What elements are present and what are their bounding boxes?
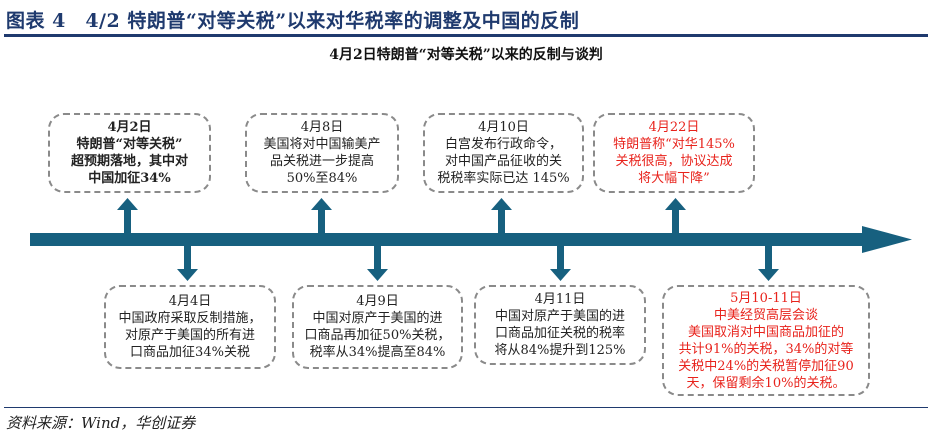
event-line: 对原产于美国的所有进 [124, 328, 255, 343]
event-box-apr9: 4月9日 中国对原产于美国的进 口商品再加征50%关税， 税率从34%提高至84… [292, 285, 463, 369]
event-box-apr22: 4月22日 特朗普称“对华145% 关税很高，协议达成 将大幅下降” [593, 113, 755, 193]
event-line: 对中国产品征收的关 [444, 154, 562, 169]
event-date: 4月8日 [300, 120, 344, 135]
down-arrow [758, 245, 779, 281]
event-date: 4月11日 [534, 292, 586, 307]
up-arrow [117, 198, 138, 234]
event-line: 口商品加征34%关税 [130, 345, 250, 360]
timeline-arrowhead [862, 226, 912, 253]
event-line: 将大幅下降” [638, 171, 710, 186]
event-date: 4月22日 [648, 120, 700, 135]
down-arrow [550, 245, 571, 281]
up-arrow [665, 198, 686, 234]
event-line: 品关税进一步提高 [269, 154, 374, 169]
up-arrow [311, 198, 332, 234]
event-box-apr11: 4月11日 中国对原产于美国的进 口商品加征关税的税率 将从84%提升到125% [474, 285, 646, 365]
event-line: 特朗普“对等关税” [76, 137, 183, 152]
down-arrow [367, 245, 388, 281]
event-line: 白宫发布行政命令， [444, 137, 562, 152]
event-line: 税率从34%提高至84% [309, 345, 446, 360]
event-line: 美国取消对中国商品加征的 [687, 324, 844, 340]
source-note: 资料来源：Wind，华创证券 [6, 414, 196, 432]
diagram-subtitle: 4月2日特朗普“对等关税”以来的反制与谈判 [329, 47, 603, 63]
event-line: 中国加征34% [88, 171, 171, 186]
event-box-may10-11: 5月10-11日 中美经贸高层会谈 美国取消对中国商品加征的 共计91%的关税，… [662, 285, 870, 396]
event-line: 中国对原产于美国的进 [312, 311, 443, 326]
event-line: 关税中24%的关税暂停加征90 [678, 358, 854, 374]
event-line: 中国政府采取反制措施， [118, 311, 262, 326]
event-box-apr8: 4月8日 美国将对中国输美产 品关税进一步提高 50%至84% [245, 113, 399, 193]
event-date: 4月10日 [478, 120, 529, 135]
up-arrow [491, 198, 512, 234]
event-line: 口商品再加征50%关税， [304, 328, 451, 343]
timeline-bar [30, 233, 865, 246]
event-line: 将从84%提升到125% [494, 343, 626, 358]
event-line: 共计91%的关税，34%的对等 [678, 341, 854, 357]
event-box-apr2: 4月2日 特朗普“对等关税” 超预期落地，其中对 中国加征34% [48, 113, 211, 193]
event-box-apr4: 4月4日 中国政府采取反制措施， 对原产于美国的所有进 口商品加征34%关税 [104, 285, 276, 369]
event-date: 4月9日 [356, 294, 399, 309]
event-line: 美国将对中国输美产 [263, 137, 381, 152]
event-line: 特朗普称“对华145% [613, 137, 735, 152]
event-line: 关税很高，协议达成 [615, 154, 733, 169]
event-box-apr10: 4月10日 白宫发布行政命令， 对中国产品征收的关 税税率实际已达 145% [423, 113, 584, 193]
event-date: 4月2日 [107, 120, 152, 135]
down-arrow [177, 245, 198, 281]
event-line: 超预期落地，其中对 [70, 154, 188, 169]
event-date: 4月4日 [168, 294, 212, 309]
event-line: 口商品加征关税的税率 [494, 326, 625, 341]
event-date: 5月10-11日 [730, 290, 802, 306]
event-line: 50%至84% [286, 171, 358, 186]
event-line: 中国对原产于美国的进 [494, 309, 625, 324]
event-line: 中美经贸高层会谈 [713, 307, 818, 323]
title-divider [4, 34, 928, 37]
figure-title: 图表 4 4/2 特朗普“对等关税”以来对华税率的调整及中国的反制 [6, 10, 580, 32]
event-line: 天，保留剩余10%的关税。 [686, 375, 846, 391]
source-divider [4, 407, 928, 408]
event-line: 税税率实际已达 145% [437, 171, 570, 186]
